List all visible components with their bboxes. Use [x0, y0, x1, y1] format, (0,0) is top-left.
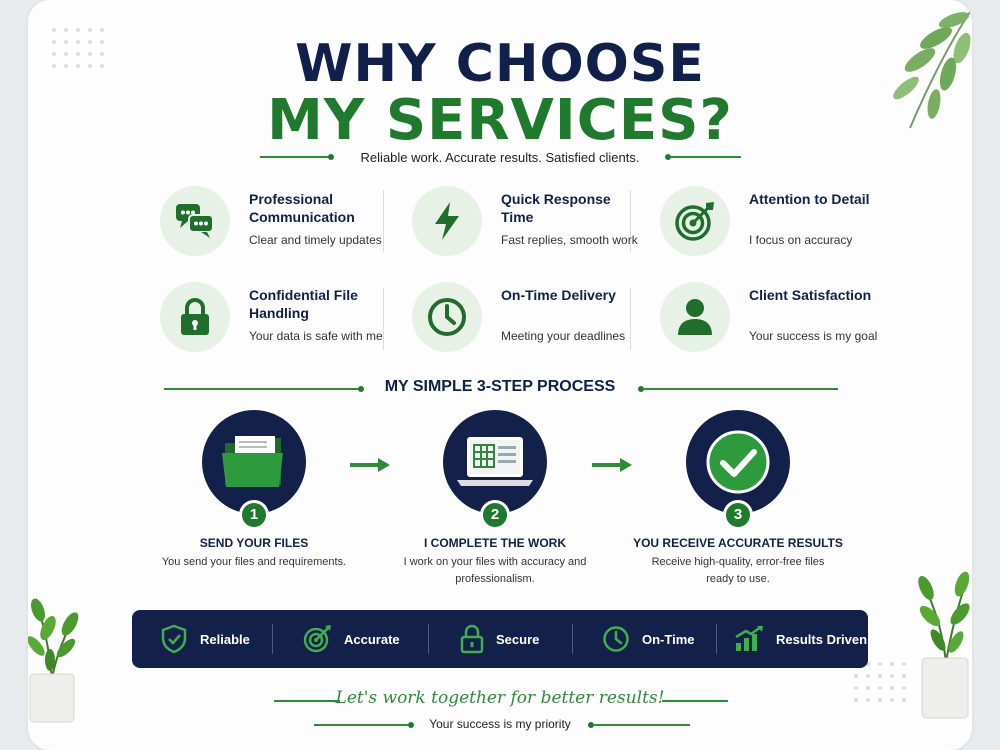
- step-number: 1: [239, 500, 269, 530]
- feature-on-time-delivery: On-Time Delivery Meeting your deadlines: [412, 282, 642, 362]
- cta-text: Let's work together for better results!: [335, 688, 665, 708]
- potted-plant-left: [28, 598, 79, 723]
- feature-attention-detail: Attention to Detail I focus on accuracy: [660, 186, 890, 266]
- step-number: 2: [480, 500, 510, 530]
- feature-desc: I focus on accuracy: [749, 233, 853, 247]
- step-desc: Receive high-quality, error-free files r…: [651, 556, 825, 585]
- divider-dot: [588, 722, 594, 728]
- lock-icon: [160, 282, 230, 352]
- badge-label: Secure: [496, 631, 540, 647]
- divider-dot: [328, 154, 334, 160]
- target-icon: [660, 186, 730, 256]
- chat-icon: [160, 186, 230, 256]
- badge-results-driven: Results Driven: [734, 610, 867, 668]
- arrow-right-icon: [592, 458, 632, 472]
- feature-quick-response: Quick Response Time Fast replies, smooth…: [412, 186, 642, 266]
- chart-up-icon: [735, 625, 763, 651]
- divider-dot: [408, 722, 414, 728]
- divider-dot: [665, 154, 671, 160]
- badge-label: Results Driven: [776, 631, 868, 647]
- target-icon: [303, 625, 331, 653]
- badge-divider: [272, 624, 273, 654]
- lightning-icon: [412, 186, 482, 256]
- badge-on-time: On-Time: [602, 610, 695, 668]
- feature-desc: Meeting your deadlines: [501, 329, 626, 343]
- badge-label: On-Time: [642, 631, 695, 647]
- clock-icon: [412, 282, 482, 352]
- step-desc: I work on your files with accuracy and p…: [403, 556, 587, 585]
- potted-plant-right: [918, 571, 970, 719]
- divider-line: [274, 700, 340, 702]
- feature-title: On-Time Delivery: [501, 287, 616, 303]
- divider-line: [671, 156, 741, 158]
- badge-divider: [572, 624, 573, 654]
- decorative-dots: [52, 28, 104, 68]
- feature-desc: Fast replies, smooth work: [501, 233, 638, 247]
- leaves-decoration: [893, 11, 971, 129]
- priority-text: Your success is my priority: [429, 717, 571, 731]
- feature-desc: Clear and timely updates: [249, 233, 382, 247]
- feature-desc: Your success is my goal: [749, 329, 878, 343]
- infographic-card: WHY CHOOSE MY SERVICES? Reliable work. A…: [28, 0, 972, 750]
- title-line-1: WHY CHOOSE: [295, 34, 705, 94]
- column-divider: [383, 190, 384, 252]
- badge-reliable: Reliable: [160, 610, 250, 668]
- divider-line: [662, 700, 728, 702]
- laptop-spreadsheet-icon: [443, 410, 547, 514]
- step-title: I COMPLETE THE WORK: [424, 536, 566, 550]
- feature-title: Quick Response Time: [501, 191, 611, 225]
- column-divider: [630, 288, 631, 350]
- column-divider: [383, 288, 384, 350]
- feature-title: Client Satisfaction: [749, 287, 872, 303]
- badge-divider: [716, 624, 717, 654]
- feature-desc: Your data is safe with me: [249, 329, 383, 343]
- clock-icon: [603, 626, 629, 652]
- divider-line: [164, 388, 360, 390]
- badge-bar: Reliable Accurate Secure On-Time Results…: [132, 610, 868, 668]
- step-number: 3: [723, 500, 753, 530]
- tagline: Reliable work. Accurate results. Satisfi…: [360, 150, 640, 165]
- feature-title: Attention to Detail: [749, 191, 870, 207]
- divider-line: [594, 724, 690, 726]
- divider-line: [260, 156, 330, 158]
- lock-icon: [460, 624, 484, 654]
- badge-label: Reliable: [200, 631, 250, 647]
- feature-title: Professional Communication: [249, 191, 355, 225]
- badge-secure: Secure: [460, 610, 539, 668]
- folder-icon: [202, 410, 306, 514]
- badge-accurate: Accurate: [302, 610, 400, 668]
- check-circle-icon: [686, 410, 790, 514]
- title-line-2: MY SERVICES?: [267, 88, 733, 153]
- badge-divider: [428, 624, 429, 654]
- user-icon: [660, 282, 730, 352]
- feature-client-satisfaction: Client Satisfaction Your success is my g…: [660, 282, 890, 362]
- divider-dot: [358, 386, 364, 392]
- process-title: MY SIMPLE 3-STEP PROCESS: [384, 378, 616, 395]
- feature-professional-communication: Professional Communication Clear and tim…: [160, 186, 390, 266]
- divider-dot: [638, 386, 644, 392]
- step-desc: You send your files and requirements.: [161, 556, 347, 568]
- divider-line: [644, 388, 838, 390]
- decorative-dots: [854, 662, 906, 702]
- column-divider: [630, 190, 631, 252]
- feature-title: Confidential File Handling: [249, 287, 358, 321]
- arrow-right-icon: [350, 458, 390, 472]
- shield-check-icon: [161, 624, 187, 654]
- step-title: YOU RECEIVE ACCURATE RESULTS: [633, 536, 843, 550]
- feature-confidential-files: Confidential File Handling Your data is …: [160, 282, 390, 362]
- step-title: SEND YOUR FILES: [199, 536, 309, 550]
- divider-line: [314, 724, 410, 726]
- badge-label: Accurate: [344, 631, 400, 647]
